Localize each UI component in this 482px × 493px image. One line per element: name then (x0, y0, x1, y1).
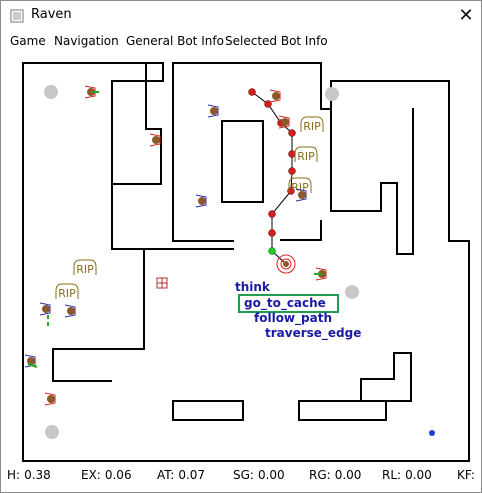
wall (330, 108, 414, 255)
goal-stack: think go_to_cache follow_path traverse_e… (235, 280, 361, 341)
status-bar: H:0.38 EX:0.06 AT:0.07 SG:0.00 RG:0.00 R… (1, 463, 481, 489)
spawn-point (44, 85, 58, 99)
stat-attack: AT:0.07 (157, 468, 206, 482)
goal-go-to-cache: go_to_cache (244, 296, 326, 311)
bot-red-icon[interactable] (269, 89, 281, 103)
bot-red-icon[interactable] (314, 267, 327, 281)
path-node (268, 210, 276, 218)
spawn-point (325, 87, 339, 101)
grave-label: RIP (76, 263, 94, 276)
wall (280, 220, 322, 241)
bot-blue-icon[interactable] (295, 188, 307, 202)
stat-health: H:0.38 (7, 468, 51, 482)
wall (172, 400, 244, 421)
menu-general-bot-info[interactable]: General Bot Info (126, 34, 224, 48)
path-node (288, 150, 296, 158)
bot-blue-icon[interactable] (24, 354, 38, 368)
wall (360, 352, 412, 402)
selected-bot-icon[interactable] (276, 254, 296, 274)
window-title: Raven (31, 7, 72, 22)
menu-navigation[interactable]: Navigation (54, 34, 119, 48)
spawn-point (45, 425, 59, 439)
bot-blue-icon[interactable] (64, 304, 76, 318)
game-canvas[interactable]: RIP RIP RIP RIP RIP (1, 52, 481, 462)
menu-bar: Game Navigation General Bot Info Selecte… (1, 31, 481, 52)
path-node-current (268, 247, 276, 255)
grave-icon: RIP (300, 116, 324, 133)
goal-follow-path: follow_path (254, 311, 332, 326)
stat-railgun: RG:0.00 (309, 468, 362, 482)
grave-label: RIP (303, 120, 321, 133)
path-node (248, 88, 256, 96)
bot-red-icon[interactable] (44, 392, 56, 406)
bot-blue-icon[interactable] (39, 302, 51, 329)
wall (22, 62, 164, 185)
bot-blue-icon[interactable] (195, 194, 207, 208)
item-point (429, 430, 435, 436)
goal-think: think (235, 280, 271, 294)
bot-blue-icon[interactable] (207, 104, 219, 118)
title-bar[interactable]: Raven ✕ (1, 1, 481, 31)
grave-label: RIP (58, 287, 76, 300)
bot-red-icon[interactable] (278, 115, 290, 129)
map-svg: RIP RIP RIP RIP RIP (22, 62, 470, 462)
grave-icon: RIP (55, 283, 79, 300)
stat-kf: KF: (457, 468, 475, 482)
stat-explore: EX:0.06 (81, 468, 132, 482)
wall (298, 400, 387, 421)
active-goal-box (238, 294, 339, 313)
wall (221, 120, 264, 203)
wall (22, 62, 470, 462)
grave-label: RIP (297, 150, 315, 163)
stat-rocket-launcher: RL:0.00 (382, 468, 432, 482)
bot-path (248, 88, 296, 265)
path-node (288, 167, 296, 175)
stat-shotgun: SG:0.00 (233, 468, 285, 482)
close-icon[interactable]: ✕ (458, 5, 474, 26)
path-node (288, 129, 296, 137)
grave-icon: RIP (73, 259, 97, 276)
path-node (268, 229, 276, 237)
spawn-point (345, 285, 359, 299)
menu-selected-bot-info[interactable]: Selected Bot Info (225, 34, 328, 48)
bots (24, 85, 327, 406)
path-node (264, 100, 272, 108)
goal-traverse-edge: traverse_edge (265, 326, 361, 341)
wall (52, 183, 145, 382)
bot-red-icon[interactable] (149, 133, 161, 147)
map-walls (22, 62, 470, 462)
health-pack-icon (156, 277, 168, 289)
grave-icon: RIP (294, 146, 318, 163)
app-icon (10, 9, 24, 23)
bot-red-icon[interactable] (84, 85, 99, 99)
menu-game[interactable]: Game (10, 34, 46, 48)
graves: RIP RIP RIP RIP RIP (55, 116, 324, 300)
